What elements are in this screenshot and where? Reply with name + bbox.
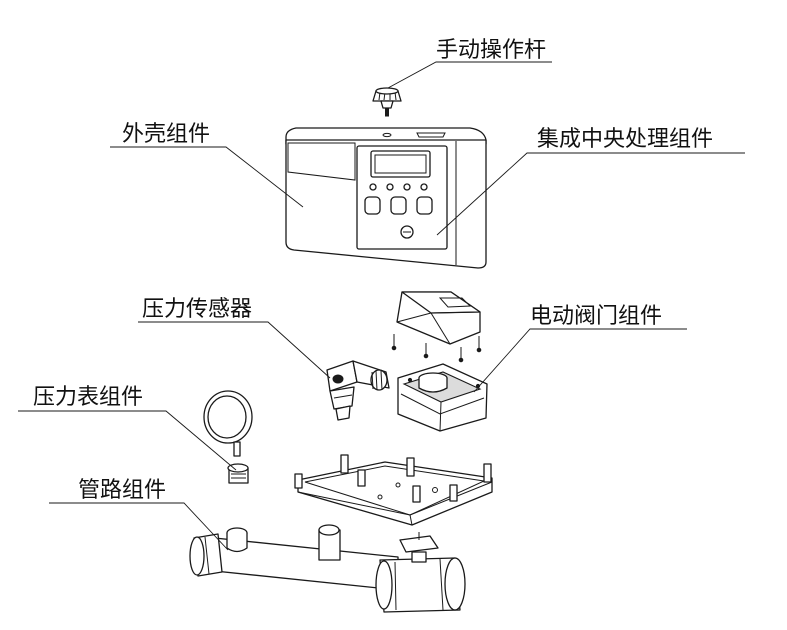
label-pipe-assembly: 管路组件: [78, 478, 166, 503]
pipe-assembly-part: [189, 524, 466, 613]
leader-lines: [18, 61, 745, 551]
pressure-sensor-part: [326, 360, 390, 421]
manual-lever-part: [372, 87, 402, 117]
label-pressure-gauge: 压力表组件: [33, 385, 143, 410]
label-pressure-sensor: 压力传感器: [142, 297, 252, 322]
housing-part: [285, 127, 487, 269]
label-cpu-assembly: 集成中央处理组件: [537, 127, 713, 152]
electric-valve-lid: [391, 291, 482, 363]
base-plate-part: [294, 454, 493, 526]
label-housing: 外壳组件: [122, 122, 210, 147]
electric-valve-body: [397, 363, 488, 432]
pressure-gauge-part: [203, 390, 253, 484]
label-electric-valve: 电动阀门组件: [530, 304, 662, 329]
label-manual-lever: 手动操作杆: [436, 38, 546, 63]
